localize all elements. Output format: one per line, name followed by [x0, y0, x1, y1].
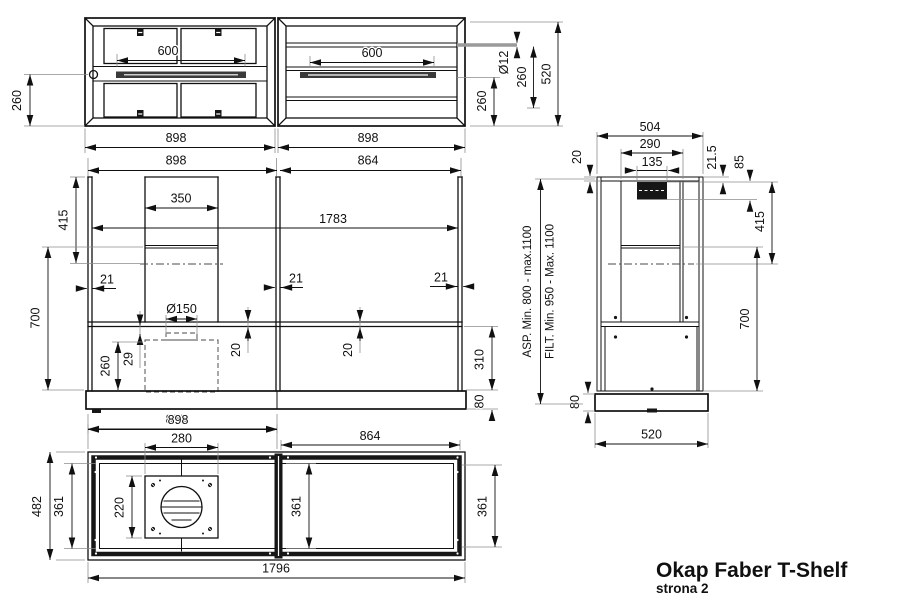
dim-bottom-inner-depth-left: 361	[52, 496, 66, 517]
dim-side-width: 504	[640, 120, 661, 134]
dim-front-lower-depth: 310	[473, 349, 487, 370]
dim-bottom-inner-depth-mid: 361	[290, 496, 304, 517]
motor-box	[144, 475, 219, 539]
dim-side-base-width: 520	[641, 428, 662, 442]
dim-bottom-motor-depth: 220	[113, 497, 127, 518]
drawing-title: Okap Faber T-Shelf	[656, 559, 848, 582]
front-view	[85, 176, 467, 413]
side-view	[594, 176, 709, 413]
bottom-view	[87, 451, 466, 561]
dim-front-lower-height: 260	[99, 356, 113, 377]
dim-front-bottom-width: 898	[166, 413, 187, 427]
dim-front-panel-thickness-right: 21	[434, 271, 448, 285]
dim-front-shelf-thickness-right: 20	[341, 343, 355, 357]
dim-bottom-width-left: 898	[168, 413, 189, 427]
dim-front-base-height: 80	[473, 395, 487, 409]
dim-bottom-total-width: 1796	[262, 562, 290, 576]
dim-top-inner-width-right: 600	[362, 46, 383, 60]
dim-side-base-height: 80	[568, 395, 582, 409]
dim-side-body-height: 700	[738, 309, 752, 330]
dim-top-width-right: 898	[358, 131, 379, 145]
bottom-view-dimensions: 898 280 864 482 361 220 361 361 1796	[29, 412, 502, 583]
dim-front-panel-thickness-left: 21	[100, 273, 114, 287]
front-view-dimensions: 898 864 350 1783 415 700 21 21 21 Ø150 2…	[27, 152, 498, 433]
dim-side-inner-width: 290	[640, 137, 661, 151]
top-view-right-panel	[277, 17, 517, 127]
dim-bottom-inner-depth-right: 361	[476, 496, 490, 517]
dim-front-body-height: 700	[29, 308, 43, 329]
dim-top-depth-total: 520	[540, 64, 554, 85]
dim-front-duct-diameter: Ø150	[166, 302, 197, 316]
dim-side-outlet-offset: 21.5	[705, 145, 719, 169]
dim-front-shelf-thickness-left: 20	[229, 343, 243, 357]
base-plinth	[85, 390, 467, 410]
dim-front-chimney-width: 350	[171, 192, 192, 206]
mounting-height-filt-note: FILT. Min. 950 - Max. 1100	[545, 224, 557, 359]
title-block: Okap Faber T-Shelf strona 2	[656, 559, 848, 596]
base-plinth	[594, 393, 709, 412]
cable-hole	[88, 69, 99, 80]
dim-front-upper-height: 415	[57, 210, 71, 231]
dim-front-width-right: 864	[358, 154, 379, 168]
dim-top-width-left: 898	[166, 131, 187, 145]
page-label: strona 2	[656, 581, 709, 596]
dim-side-outlet-height: 85	[733, 155, 747, 169]
top-view-left-panel	[84, 17, 276, 127]
mounting-height-asp-note: ASP. Min. 800 - max.1100	[522, 226, 534, 358]
dim-side-top-thickness: 20	[570, 150, 584, 164]
dim-top-offset-b: 260	[515, 67, 529, 88]
dim-front-width-left: 898	[166, 154, 187, 168]
dim-side-outlet-width: 135	[642, 155, 663, 169]
foot	[92, 409, 101, 413]
dim-bottom-width-right: 864	[360, 429, 381, 443]
duct-housing	[144, 339, 219, 393]
dim-front-duct-offset: 29	[122, 352, 136, 366]
dim-bottom-motor-width: 280	[171, 432, 192, 446]
top-view-dimensions: 600 600 260 898 898 Ø12 260 260 520	[9, 21, 563, 153]
dim-top-offset-a: 260	[475, 91, 489, 112]
foot	[647, 408, 657, 413]
side-view-dimensions: 504 290 135 20 21.5 85 415 700 80 520	[521, 119, 778, 448]
dim-top-depth-left: 260	[10, 90, 24, 111]
dim-top-pipe-diameter: Ø12	[497, 51, 511, 75]
dim-side-upper-height: 415	[753, 211, 767, 232]
dim-front-panel-thickness-mid: 21	[289, 272, 303, 286]
duct-cross-section	[165, 332, 198, 341]
dim-front-inner-width: 1783	[319, 212, 347, 226]
dim-top-inner-width-left: 600	[158, 44, 179, 58]
dim-bottom-depth: 482	[30, 496, 44, 517]
